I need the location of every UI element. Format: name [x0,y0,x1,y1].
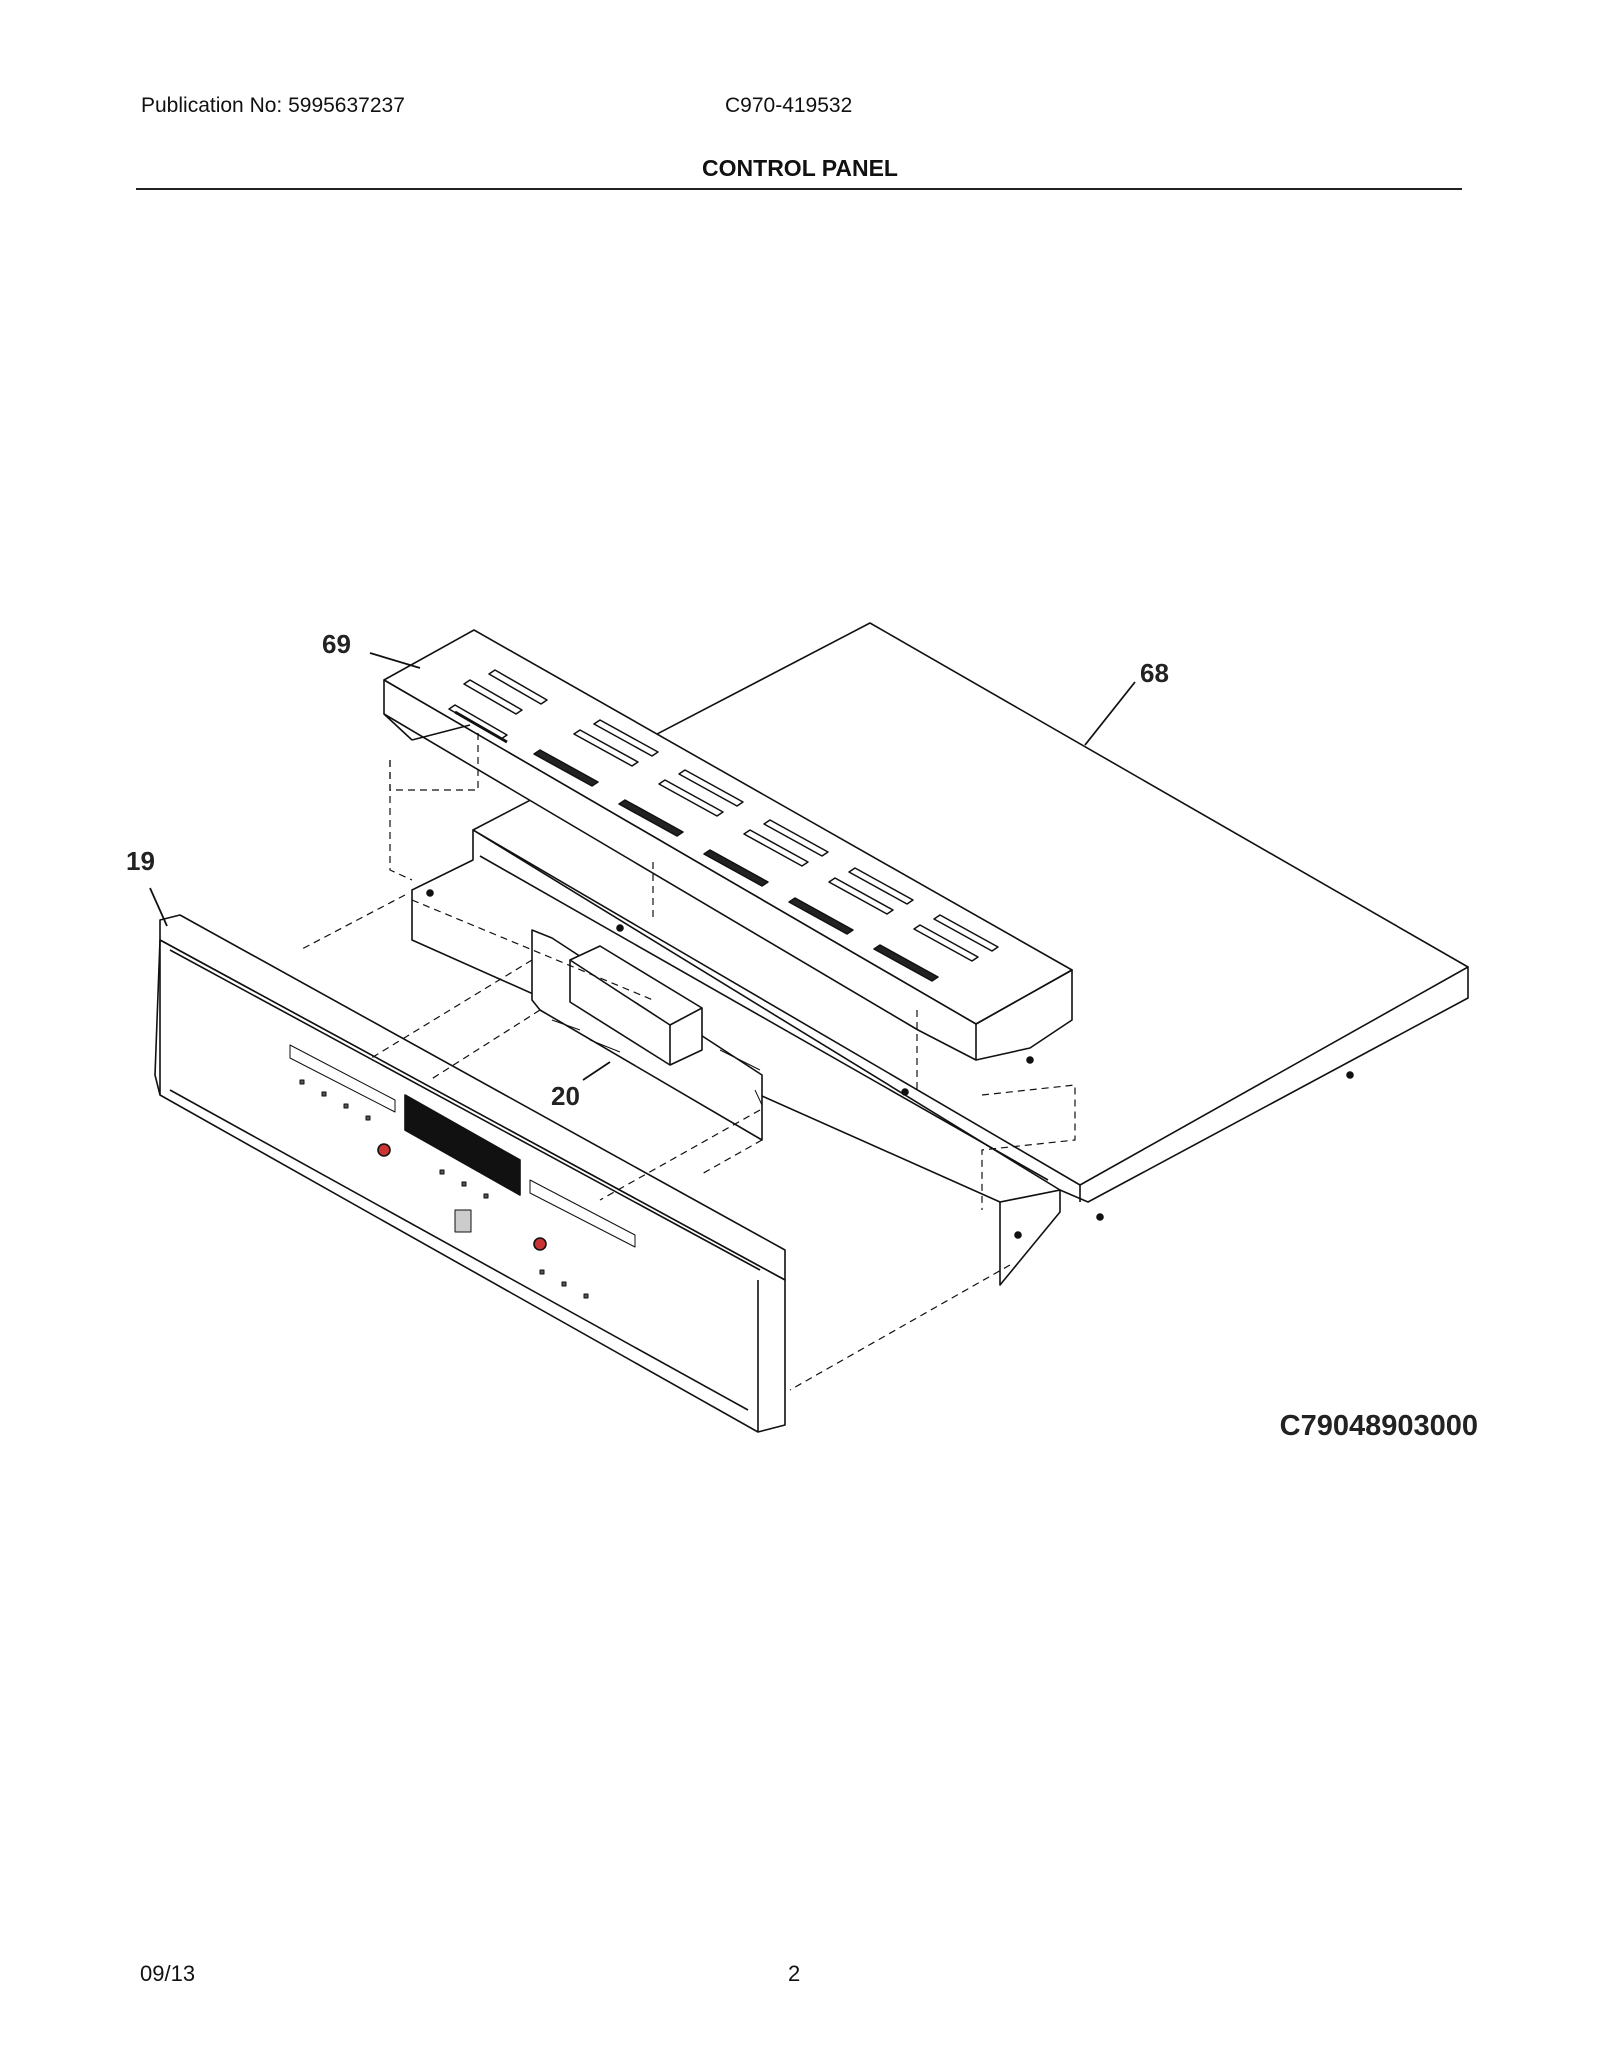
callout-69: 69 [322,629,351,659]
callout-19: 19 [126,846,155,876]
callout-20: 20 [551,1081,580,1111]
diagram-code: C79048903000 [1280,1410,1478,1442]
footer-date: 09/13 [140,1961,196,1986]
part-19-control-panel-front [154,914,786,1433]
publication-number: Publication No: 5995637237 [141,94,405,117]
assembly-lines [299,730,1076,1391]
model-number: C970-419532 [725,94,853,117]
part-20-control-board [531,929,763,1141]
page-title: CONTROL PANEL [702,155,898,181]
header-rule [136,188,1462,190]
callout-68: 68 [1140,658,1169,688]
part-68-top-panel [411,622,1469,1286]
part-69-vent-cover [383,629,1073,1064]
page-number: 2 [788,1961,801,1986]
